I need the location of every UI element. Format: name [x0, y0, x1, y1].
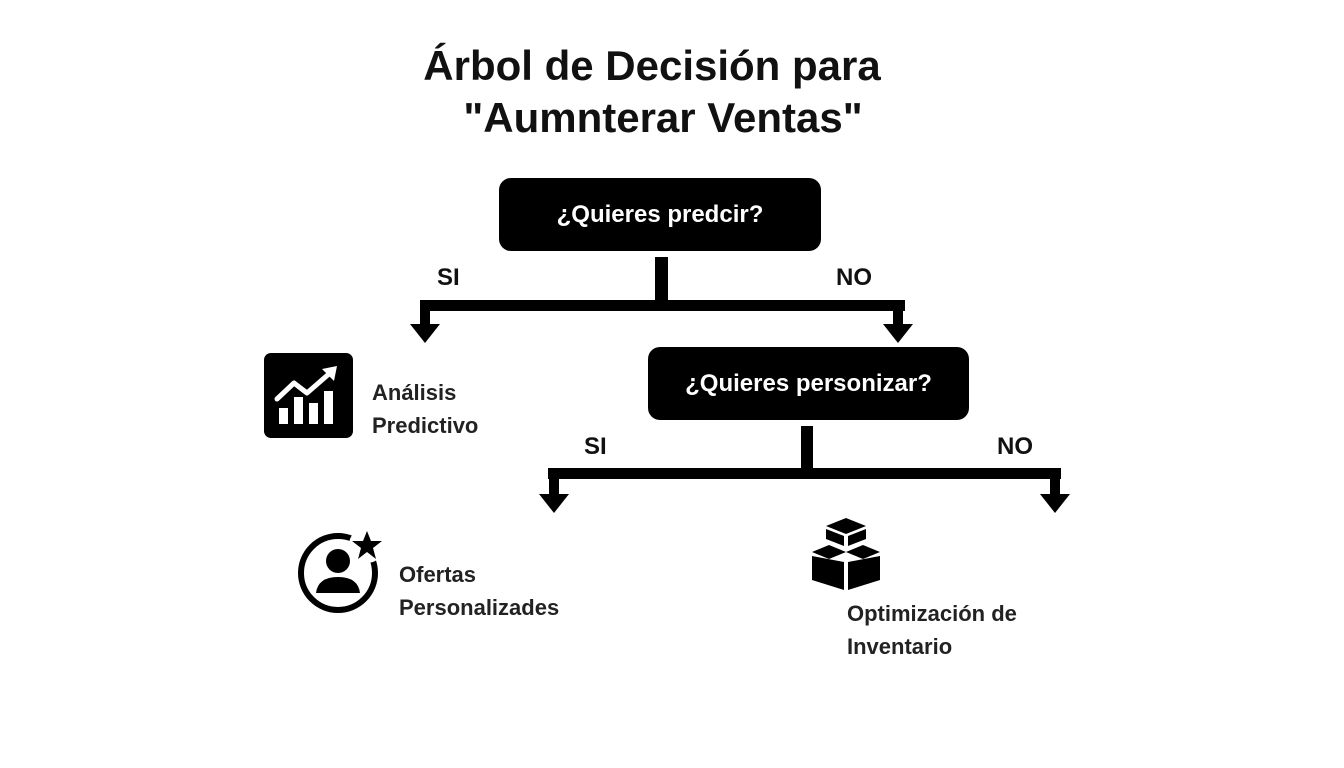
q1-no-drop: [893, 300, 903, 328]
outcome-predictive-analysis: Análisis Predictivo: [372, 376, 478, 442]
outcome-personalized-offers: Ofertas Personalizades: [399, 558, 559, 624]
q1-yes-arrow: [410, 324, 440, 343]
title-line-2: "Aumnterar Ventas": [463, 94, 863, 141]
branch-label-q2-no: NO: [997, 433, 1033, 460]
outcome-predictive-line-2: Predictivo: [372, 413, 479, 438]
outcome-offers-line-2: Personalizades: [399, 595, 560, 620]
q2-stem: [801, 426, 813, 472]
q1-no-arrow: [883, 324, 913, 343]
branch-label-q1-no: NO: [836, 264, 872, 291]
question-node-predict: ¿Quieres predcir?: [499, 178, 821, 251]
outcome-offers-line-1: Ofertas: [399, 562, 477, 587]
outcome-inventory-optimization: Optimización de Inventario: [847, 597, 1017, 663]
q1-crossbar: [420, 300, 905, 311]
outcome-inventory-line-1: Optimización de: [847, 601, 1017, 626]
q2-no-drop: [1050, 468, 1060, 496]
diagram-title: Árbol de Decisión para "Aumnterar Ventas…: [372, 40, 932, 144]
q1-stem: [655, 257, 668, 303]
question-node-personalize: ¿Quieres personizar?: [648, 347, 969, 420]
outcome-inventory-line-2: Inventario: [847, 634, 953, 659]
q1-yes-drop: [420, 300, 430, 328]
q2-crossbar: [548, 468, 1061, 479]
user-star-icon: [298, 527, 385, 613]
branch-label-q2-yes: SI: [584, 433, 607, 460]
title-line-1: Árbol de Decisión para: [423, 42, 881, 89]
trending-chart-icon: [264, 353, 353, 438]
q2-no-arrow: [1040, 494, 1070, 513]
branch-label-q1-yes: SI: [437, 264, 460, 291]
outcome-predictive-line-1: Análisis: [372, 380, 457, 405]
q2-yes-drop: [549, 468, 559, 496]
question-personalize-label: ¿Quieres personizar?: [685, 369, 932, 397]
question-predict-label: ¿Quieres predcir?: [556, 200, 764, 228]
q2-yes-arrow: [539, 494, 569, 513]
boxes-icon: [812, 518, 880, 590]
